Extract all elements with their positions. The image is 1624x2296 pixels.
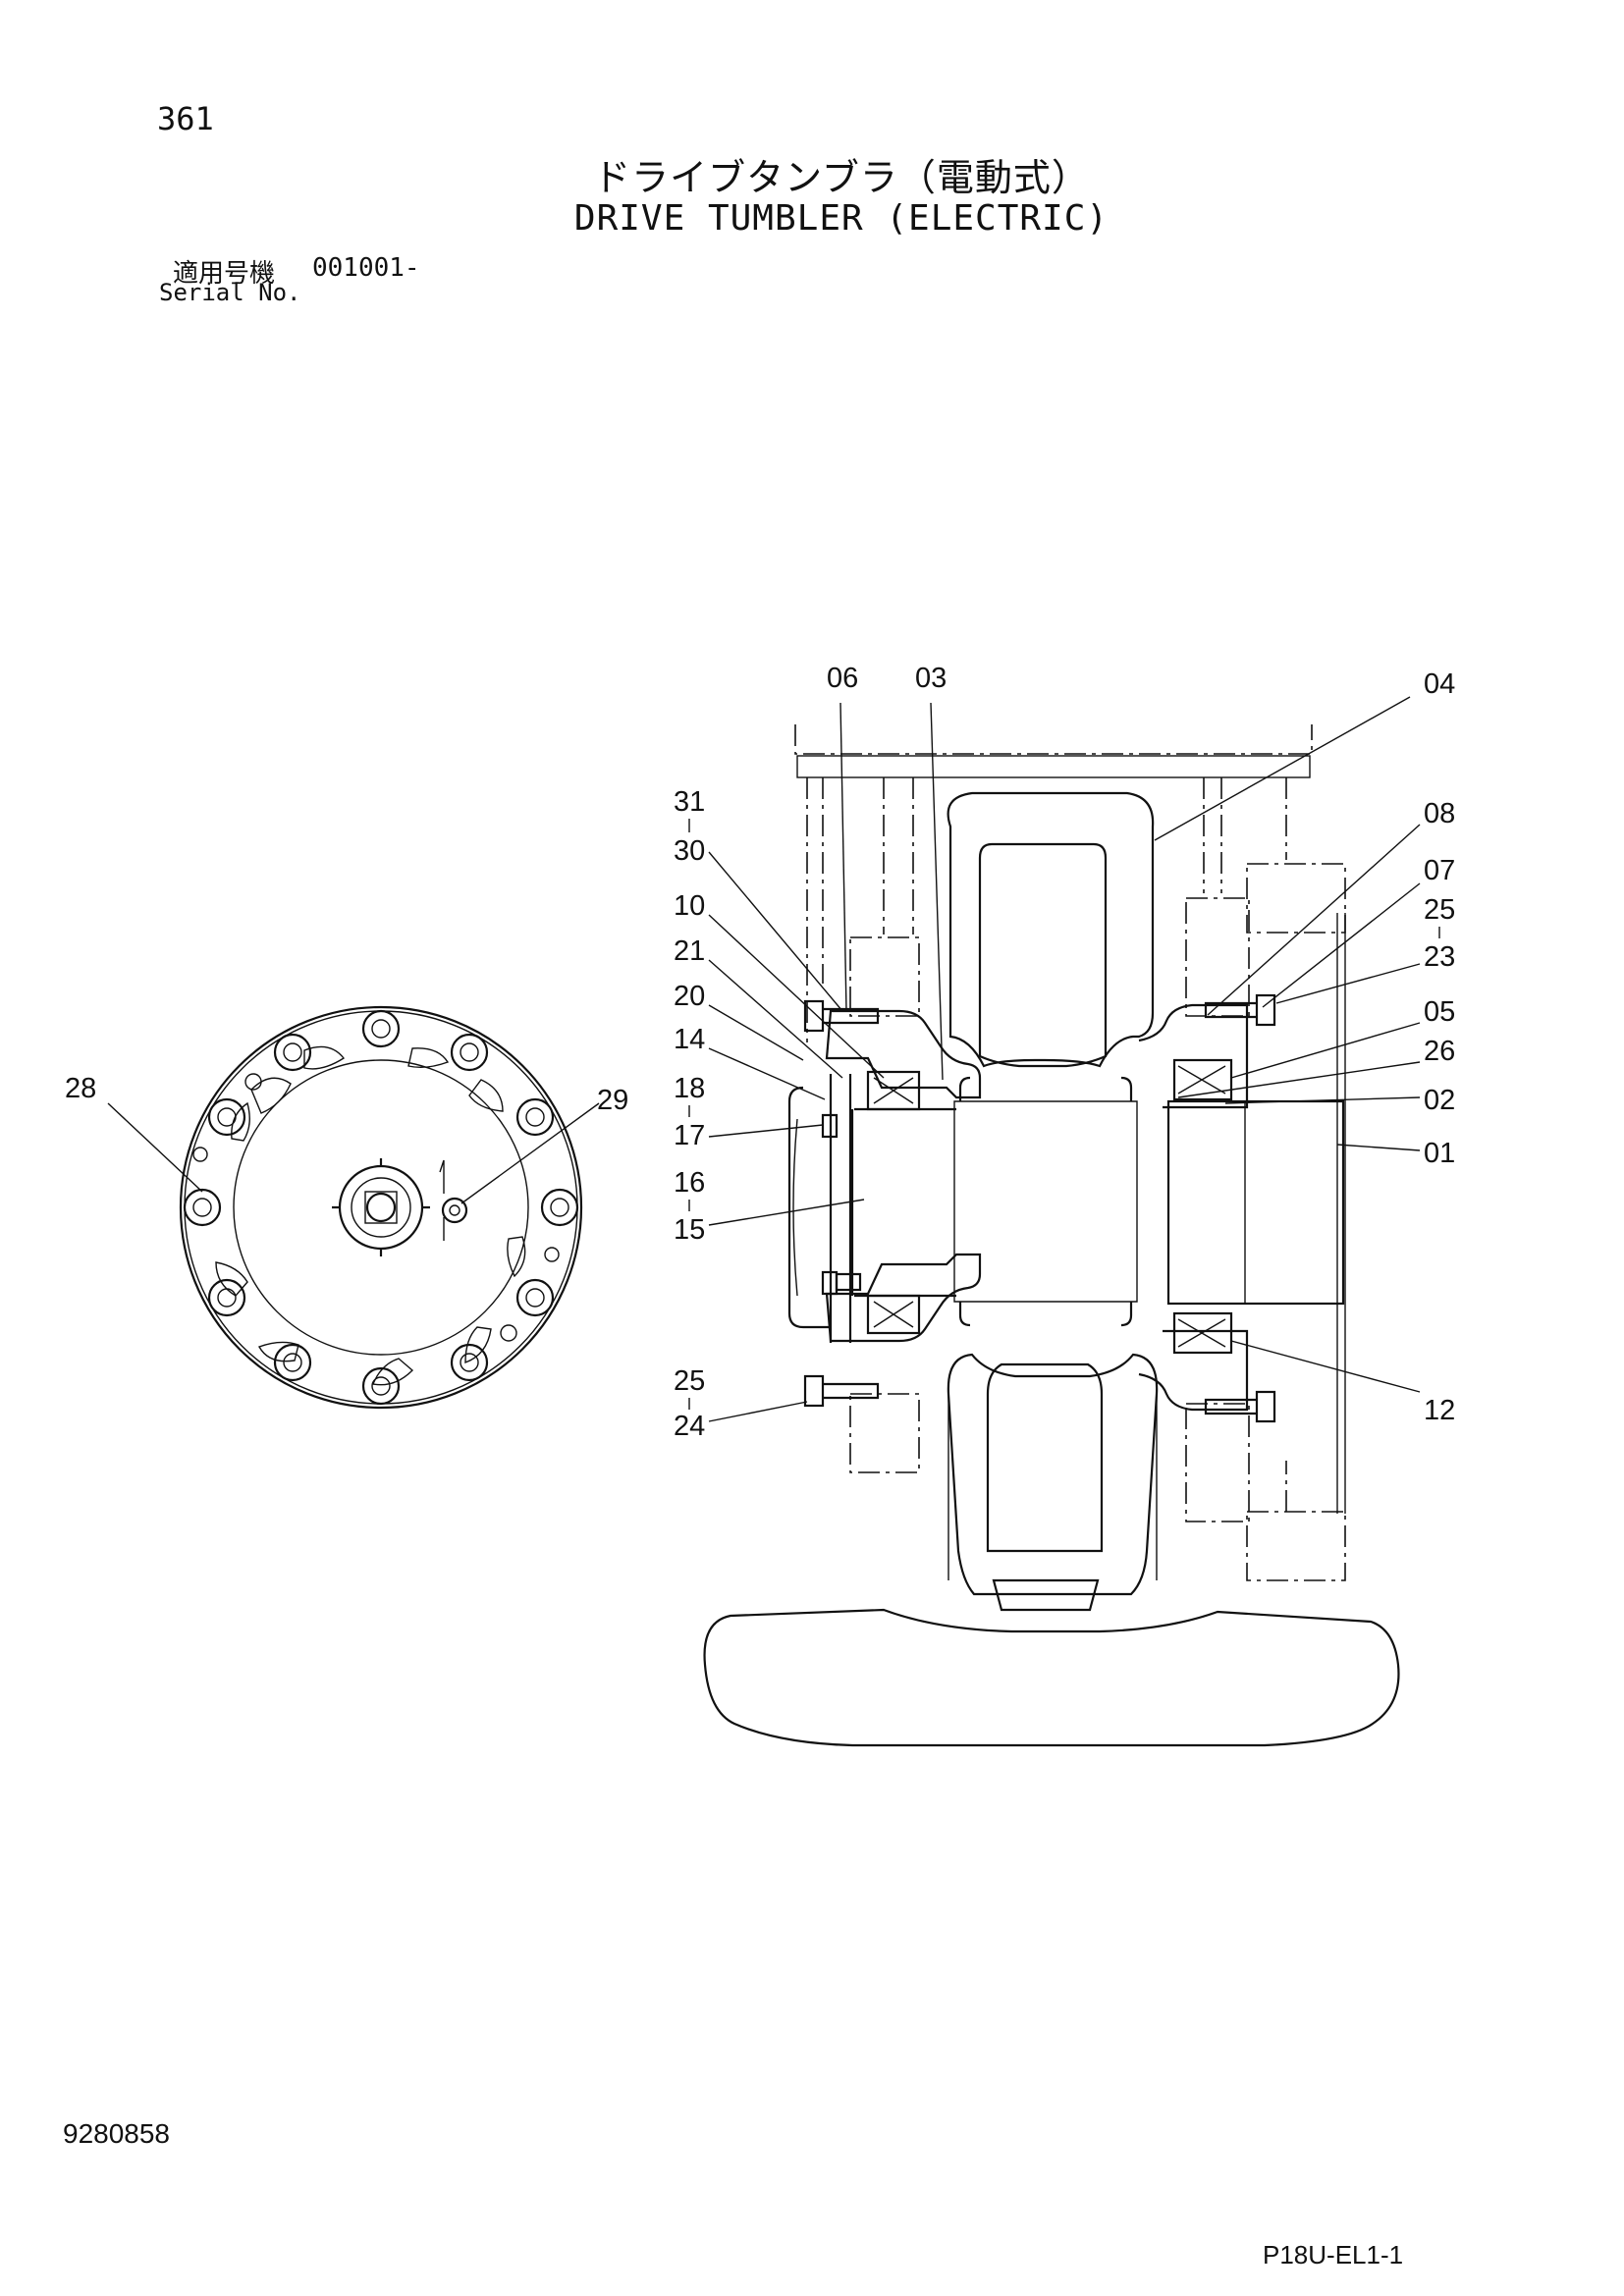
callout-10: 10 xyxy=(674,890,705,922)
serial-value: 001001- xyxy=(312,253,420,283)
title-japanese: ドライブタンブラ（電動式） xyxy=(593,156,1090,199)
callout-08: 08 xyxy=(1424,798,1455,829)
callout-30: 30 xyxy=(674,835,705,867)
callout-06: 06 xyxy=(827,663,858,694)
callout-05: 05 xyxy=(1424,996,1455,1028)
callout-26: 26 xyxy=(1424,1036,1455,1067)
callout-labels: 06 03 04 31 30 10 21 20 14 18 17 16 15 2… xyxy=(65,663,1455,1442)
callout-04: 04 xyxy=(1424,668,1455,700)
callout-23: 23 xyxy=(1424,941,1455,973)
section-view xyxy=(703,724,1400,1747)
front-view xyxy=(179,1005,583,1410)
serial-label-japanese: 適用号機 xyxy=(173,259,276,289)
page-number: 361 xyxy=(157,100,214,137)
title-english: DRIVE TUMBLER (ELECTRIC) xyxy=(573,198,1110,239)
callout-28: 28 xyxy=(65,1073,96,1104)
callout-21: 21 xyxy=(674,935,705,967)
callout-14: 14 xyxy=(674,1024,705,1055)
callout-16: 16 xyxy=(674,1167,705,1199)
callout-31: 31 xyxy=(674,786,705,818)
callout-01: 01 xyxy=(1424,1138,1455,1169)
callout-15: 15 xyxy=(674,1214,705,1246)
callout-29: 29 xyxy=(597,1085,628,1116)
callout-25-upper: 25 xyxy=(1424,894,1455,926)
callout-25-lower: 25 xyxy=(674,1365,705,1397)
callout-17: 17 xyxy=(674,1120,705,1151)
callout-24: 24 xyxy=(674,1411,705,1442)
callout-02: 02 xyxy=(1424,1085,1455,1116)
callout-12: 12 xyxy=(1424,1395,1455,1426)
callout-18: 18 xyxy=(674,1073,705,1104)
callout-07: 07 xyxy=(1424,855,1455,886)
front-bolts xyxy=(183,1009,579,1406)
leader-lines xyxy=(107,696,1421,1422)
page-code: P18U-EL1-1 xyxy=(1263,2240,1404,2269)
callout-03: 03 xyxy=(915,663,947,694)
callout-20: 20 xyxy=(674,981,705,1012)
serial-label-english: Serial No. xyxy=(159,279,301,306)
document-number: 9280858 xyxy=(63,2118,171,2149)
